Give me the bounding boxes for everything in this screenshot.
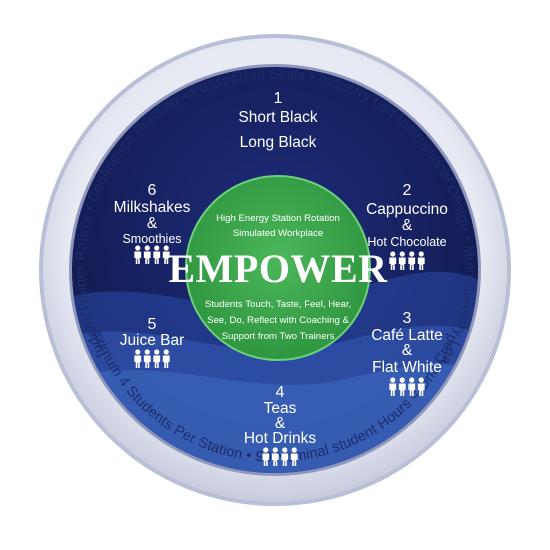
station-2: 2 Cappuccino & Hot Chocolate — [366, 182, 448, 270]
station-line-1: Milkshakes — [114, 199, 191, 216]
person-icon — [281, 447, 289, 466]
station-1: 1 Short Black Long Black — [238, 90, 318, 151]
person-icon — [143, 245, 151, 264]
station-line-3: Flat White — [372, 359, 442, 376]
station-number: 2 — [403, 182, 412, 199]
station-number: 1 — [274, 90, 283, 107]
person-group-icon — [262, 447, 298, 466]
person-icon — [134, 349, 142, 368]
person-group-icon — [389, 377, 425, 396]
person-icon — [408, 251, 416, 270]
station-line-2: & — [402, 217, 413, 234]
station-line-3: Smoothies — [122, 232, 181, 246]
person-icon — [153, 245, 161, 264]
person-icon — [417, 377, 425, 396]
center-top-line-1: High Energy Station Rotation — [216, 213, 340, 224]
station-5: 5 Juice Bar — [120, 316, 185, 368]
station-line-2: & — [147, 215, 158, 232]
person-icon — [162, 245, 170, 264]
person-icon — [134, 245, 142, 264]
station-number: 4 — [276, 384, 285, 401]
station-line-3: Long Black — [240, 134, 317, 151]
person-icon — [398, 377, 406, 396]
center-bottom-line-2: See, Do, Reflect with Coaching & — [207, 315, 349, 326]
station-line-1: Short Black — [238, 109, 318, 126]
person-icon — [271, 447, 279, 466]
person-group-icon — [134, 349, 170, 368]
station-line-1: Café Latte — [371, 327, 443, 344]
person-icon — [389, 251, 397, 270]
station-line-3: Hot Chocolate — [367, 235, 446, 249]
station-line-1: Juice Bar — [120, 332, 185, 349]
person-icon — [153, 349, 161, 368]
station-6: 6 Milkshakes & Smoothies — [114, 182, 191, 264]
station-line-1: Teas — [264, 400, 297, 417]
station-line-1: Cappuccino — [366, 201, 448, 218]
person-icon — [262, 447, 270, 466]
center-title: EMPOWER — [168, 246, 388, 291]
station-line-3: Hot Drinks — [244, 430, 317, 447]
station-3: 3 Café Latte & Flat White — [371, 310, 443, 396]
station-4: 4 Teas & Hot Drinks — [244, 384, 317, 466]
center-top-line-2: Simulated Workplace — [233, 228, 323, 239]
station-number: 6 — [148, 182, 157, 199]
station-line-2: & — [402, 342, 413, 359]
person-icon — [408, 377, 416, 396]
person-group-icon — [134, 245, 170, 264]
person-icon — [143, 349, 151, 368]
station-number: 3 — [403, 310, 412, 327]
center-circle — [185, 175, 371, 361]
station-number: 5 — [148, 316, 157, 333]
center-bottom-line-1: Students Touch, Taste, Feel, Hear, — [205, 299, 351, 310]
person-icon — [398, 251, 406, 270]
person-group-icon — [389, 251, 425, 270]
person-icon — [417, 251, 425, 270]
person-icon — [162, 349, 170, 368]
center-bottom-line-3: Support from Two Trainers — [222, 331, 335, 342]
person-icon — [290, 447, 298, 466]
station-line-2: & — [275, 415, 286, 432]
person-icon — [389, 377, 397, 396]
